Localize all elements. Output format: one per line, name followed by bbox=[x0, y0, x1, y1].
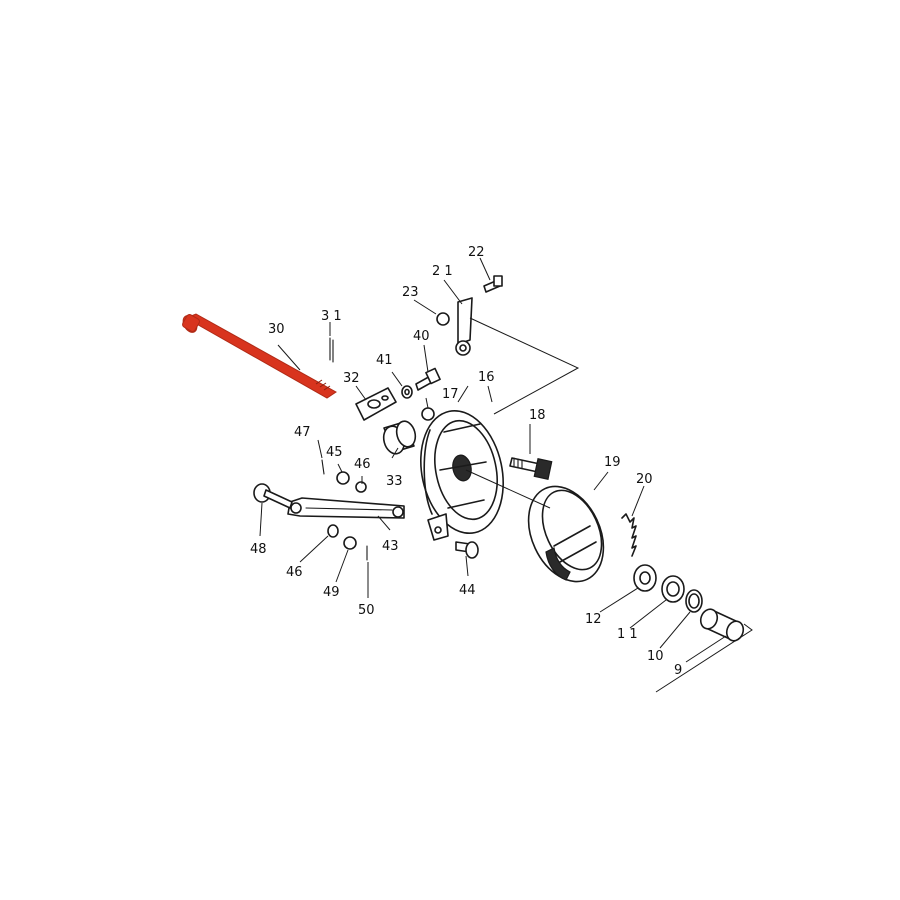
bolt-part-22 bbox=[483, 275, 503, 293]
label-part-21: 2 1 bbox=[432, 264, 453, 279]
label-part-11: 1 1 bbox=[617, 627, 638, 642]
label-part-45: 45 bbox=[326, 445, 343, 460]
spacer-part-33 bbox=[382, 420, 417, 455]
washer-part-46-upper bbox=[355, 481, 367, 493]
cam-lever-part-21 bbox=[455, 297, 473, 356]
bolt-part-48 bbox=[253, 483, 293, 509]
label-part-33: 33 bbox=[386, 474, 403, 489]
rear-axle-part-30 bbox=[182, 313, 337, 399]
bearing-part-11 bbox=[661, 575, 685, 603]
cotter-pin-part-47 bbox=[321, 459, 325, 475]
label-part-20: 20 bbox=[636, 472, 653, 487]
label-part-22: 22 bbox=[468, 245, 485, 260]
label-part-41: 41 bbox=[376, 353, 393, 368]
label-part-31: 3 1 bbox=[321, 309, 342, 324]
label-part-12: 12 bbox=[585, 612, 602, 627]
label-part-23: 23 bbox=[402, 285, 419, 300]
brake-shoe-part-19 bbox=[527, 485, 605, 583]
cotter-pin-part-31 bbox=[329, 337, 334, 363]
label-part-30: 30 bbox=[268, 322, 285, 337]
washer-part-41 bbox=[401, 385, 413, 399]
callout-labels: 30 3 1 32 41 40 23 2 1 22 16 17 18 19 20… bbox=[250, 245, 682, 678]
nut-part-17 bbox=[421, 407, 435, 421]
nut-part-23 bbox=[436, 312, 450, 326]
label-part-9: 9 bbox=[674, 663, 682, 678]
bolt-part-44 bbox=[455, 541, 479, 559]
label-part-44: 44 bbox=[459, 583, 476, 598]
cam-shaft-part-18 bbox=[509, 457, 553, 480]
label-part-46-lower: 46 bbox=[286, 565, 303, 580]
label-part-19: 19 bbox=[604, 455, 621, 470]
label-part-50: 50 bbox=[358, 603, 375, 618]
label-part-32: 32 bbox=[343, 371, 360, 386]
chain-adjuster-part-32 bbox=[355, 387, 397, 421]
label-part-10: 10 bbox=[647, 649, 664, 664]
bearing-part-12 bbox=[633, 564, 657, 592]
label-part-18: 18 bbox=[529, 408, 546, 423]
nut-part-49 bbox=[343, 536, 357, 550]
oil-seal-part-10 bbox=[685, 589, 703, 613]
label-part-43: 43 bbox=[382, 539, 399, 554]
leader-lines bbox=[259, 257, 753, 693]
label-part-16: 16 bbox=[478, 370, 495, 385]
nut-part-45 bbox=[336, 471, 350, 485]
brake-plate-part-16 bbox=[420, 409, 504, 541]
label-part-48: 48 bbox=[250, 542, 267, 557]
label-part-47: 47 bbox=[294, 425, 311, 440]
spring-part-20 bbox=[621, 513, 637, 557]
label-part-17: 17 bbox=[442, 387, 459, 402]
washer-part-46-lower bbox=[327, 524, 339, 538]
collar-part-9 bbox=[699, 608, 745, 642]
label-part-40: 40 bbox=[413, 329, 430, 344]
bolt-part-40 bbox=[415, 367, 441, 391]
torque-arm-part-43 bbox=[287, 497, 405, 519]
label-part-46-upper: 46 bbox=[354, 457, 371, 472]
label-part-49: 49 bbox=[323, 585, 340, 600]
